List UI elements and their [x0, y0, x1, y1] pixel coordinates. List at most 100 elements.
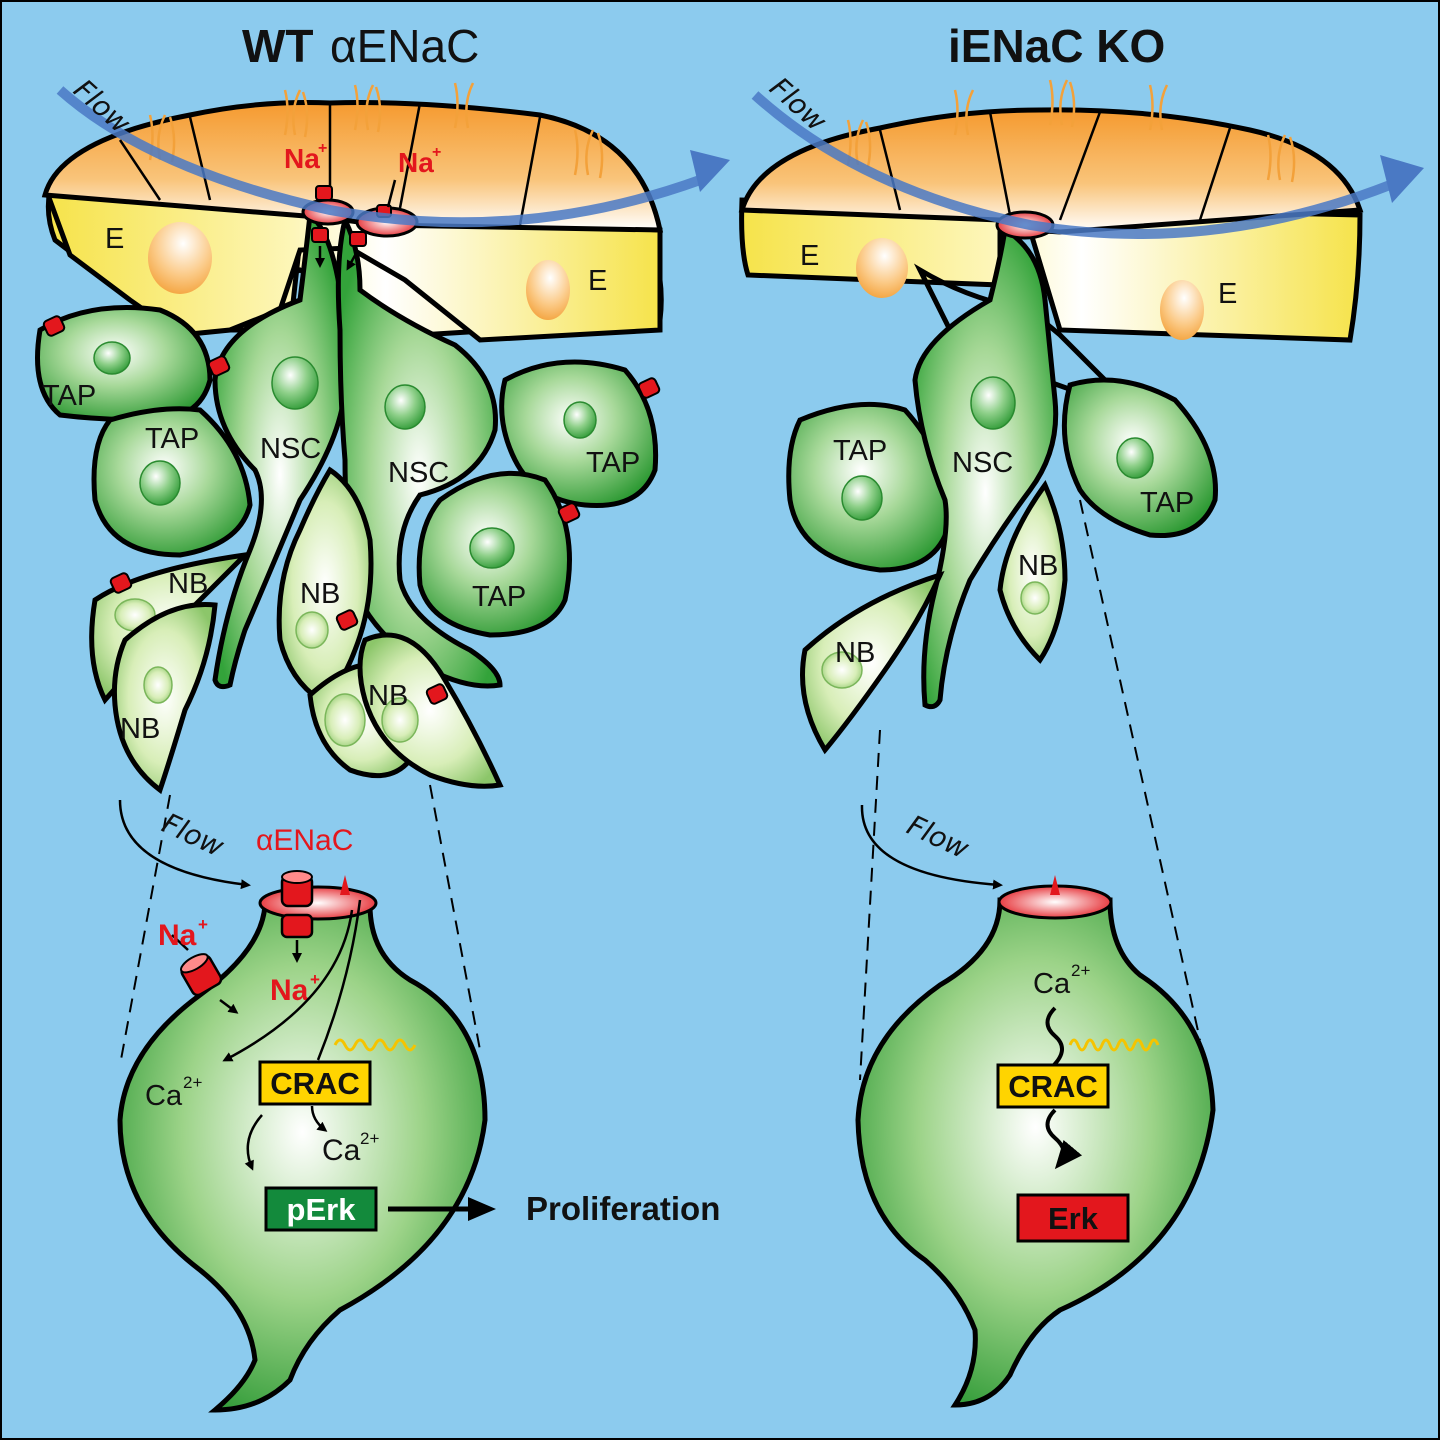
- right-e-nucleus-2: [1160, 280, 1204, 340]
- right-label-nb2: NB: [1018, 550, 1058, 582]
- left-zoom-ca-left-sup: 2+: [183, 1073, 202, 1092]
- right-label-tap2: TAP: [1140, 487, 1194, 519]
- right-title: iENaC KO: [948, 20, 1165, 72]
- left-zoom-na-left-sup: +: [198, 915, 208, 934]
- right-label-e1: E: [800, 240, 819, 272]
- left-label-nsc1: NSC: [260, 433, 321, 465]
- left-na-sup-2: +: [432, 144, 441, 161]
- left-title-main: αENaC: [330, 20, 479, 72]
- right-label-e2: E: [1218, 278, 1237, 310]
- left-zoom-channel-label: αENaC: [256, 824, 353, 857]
- left-zoom-crac-label: CRAC: [270, 1066, 360, 1101]
- left-label-tap1: TAP: [42, 380, 96, 412]
- right-nsc-cell: [912, 226, 1059, 710]
- right-cilia: [846, 79, 1296, 183]
- left-enac-channels: [42, 315, 661, 705]
- left-label-nb4: NB: [368, 680, 408, 712]
- left-zoom-enac-channel-top: [280, 870, 314, 939]
- left-zoom-perk-box: [264, 1186, 378, 1232]
- left-zoom-nsc: [117, 902, 488, 1413]
- left-zoom-na-side-arrow: [219, 999, 239, 1014]
- right-zoom-nsc: [855, 897, 1216, 1408]
- left-zoom-cilium: [340, 875, 350, 895]
- left-zoom-ca-right: Ca: [322, 1134, 361, 1167]
- left-zoom-perk-label: pErk: [287, 1192, 357, 1227]
- left-na-in-arrow-2: [346, 249, 360, 271]
- left-label-tap2: TAP: [145, 423, 199, 455]
- left-nsc-cell-2: [335, 212, 503, 689]
- left-label-e2: E: [588, 265, 607, 297]
- left-zoom-ca-right-sup: 2+: [360, 1129, 379, 1148]
- left-na-sup-1: +: [318, 140, 327, 157]
- left-e-nucleus-1: [148, 222, 212, 294]
- left-cilia: [148, 82, 604, 179]
- left-nsc-nucleus-2: [384, 384, 426, 430]
- left-tap-nucleus-2: [139, 460, 181, 506]
- left-na-label-1: Na: [284, 143, 320, 174]
- left-zoom-na-center: Na: [270, 974, 309, 1007]
- right-zoom-ca-wave: [1045, 1006, 1064, 1068]
- right-zoom-cilium: [1050, 875, 1060, 895]
- left-zoom-na-left: Na: [158, 919, 197, 952]
- left-zoom-crac-line: [316, 899, 362, 1061]
- left-tap-nucleus-4: [469, 527, 515, 569]
- right-label-nsc: NSC: [952, 447, 1013, 479]
- left-label-nb2: NB: [120, 713, 160, 745]
- right-panel: iENaC KO E E TAP TAP NSC: [738, 20, 1424, 1408]
- right-zoom-line-right: [1079, 499, 1201, 1041]
- right-tap-nucleus-2: [1116, 437, 1154, 479]
- right-zoom-line-left: [859, 729, 881, 1081]
- left-nb-cell-4: [357, 632, 504, 789]
- right-label-tap1: TAP: [833, 435, 887, 467]
- left-zoom-na-side-pointer: [171, 934, 189, 951]
- left-nsc-nucleus-1: [271, 356, 319, 410]
- right-zoom-ca: Ca: [1033, 968, 1071, 1000]
- left-zoom-ca-arrow: [222, 909, 354, 1062]
- right-flow-arrowhead: [1380, 155, 1424, 203]
- left-zoom-na-center-sup: +: [310, 970, 320, 989]
- right-nb-cell-2: [997, 480, 1068, 664]
- left-zoom-oscillation: [333, 1038, 417, 1052]
- left-zoom-crac-box: [258, 1060, 372, 1106]
- left-zoom-proliferation-label: Proliferation: [526, 1190, 720, 1227]
- right-e-nucleus-1: [856, 238, 908, 298]
- left-tap-nucleus-3: [563, 401, 597, 439]
- left-panel: WT αENaC E E TAP TAP TA: [35, 20, 730, 1413]
- left-na-pointer: [386, 179, 397, 208]
- right-zoom-erk-label: Erk: [1048, 1201, 1099, 1236]
- left-flow-arrow: [56, 86, 702, 228]
- left-label-tap3: TAP: [586, 447, 640, 479]
- right-zoom-crac-label: CRAC: [1008, 1069, 1098, 1104]
- left-label-nsc2: NSC: [388, 457, 449, 489]
- left-nb-nucleus-5: [324, 693, 366, 747]
- left-zoom-perk-arrow: [244, 1114, 263, 1171]
- right-flow-arrow: [751, 91, 1392, 239]
- left-label-nb3: NB: [300, 578, 340, 610]
- left-nb-nucleus-2: [143, 666, 173, 704]
- left-tap-nucleus-1: [93, 341, 131, 375]
- right-zoom-erk-box: [1016, 1193, 1130, 1243]
- left-zoom-crac-ca-arrow: [310, 1105, 328, 1132]
- left-na-label-2: Na: [398, 147, 434, 178]
- right-zoom-erk-arrow: [1045, 1108, 1083, 1170]
- right-nb-cell-1: [800, 570, 945, 755]
- right-tap-nucleus-1: [841, 475, 883, 521]
- right-nsc-nucleus: [970, 376, 1016, 430]
- right-flow-arrow-bottom: [860, 804, 1003, 890]
- right-nb-nucleus-2: [1020, 581, 1050, 615]
- left-ependymal-borders: [118, 102, 542, 226]
- left-title-prefix: WT: [242, 20, 314, 72]
- right-ependymal-borders: [878, 111, 1232, 221]
- left-nb-nucleus-4: [381, 697, 419, 743]
- left-label-tap4: TAP: [472, 581, 526, 613]
- right-zoom-oscillation: [1068, 1038, 1160, 1052]
- left-label-e1: E: [105, 223, 124, 255]
- left-zoom-ca-left: Ca: [145, 1080, 183, 1112]
- left-flow-arrow-bottom: [118, 799, 251, 890]
- left-e-nucleus-2: [526, 260, 570, 320]
- right-nb-nucleus-1: [821, 651, 863, 689]
- left-label-nb1: NB: [168, 568, 208, 600]
- right-zoom-ca-sup: 2+: [1071, 961, 1090, 980]
- right-label-nb1: NB: [835, 637, 875, 669]
